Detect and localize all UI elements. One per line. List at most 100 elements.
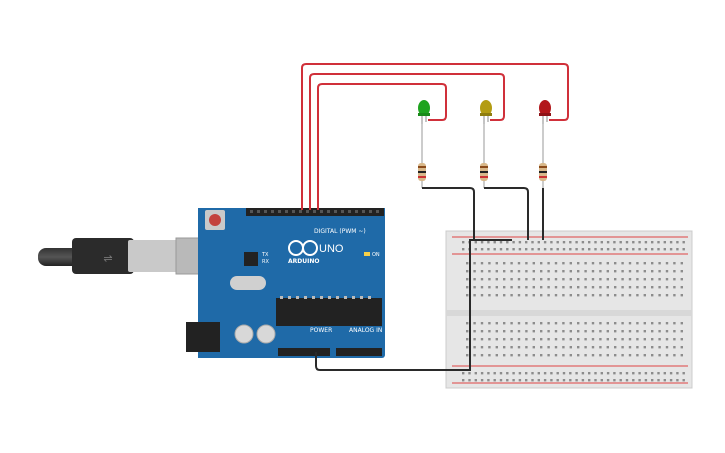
breadboard-hole[interactable] <box>532 270 535 273</box>
breadboard-hole[interactable] <box>682 379 685 382</box>
breadboard-hole[interactable] <box>510 346 513 349</box>
breadboard-hole[interactable] <box>636 354 639 357</box>
breadboard-hole[interactable] <box>517 330 521 333</box>
breadboard-hole[interactable] <box>594 379 597 382</box>
breadboard-hole[interactable] <box>651 241 654 244</box>
breadboard-hole[interactable] <box>614 270 617 273</box>
breadboard-hole[interactable] <box>669 241 673 244</box>
breadboard-hole[interactable] <box>600 372 603 375</box>
breadboard-hole[interactable] <box>525 286 528 289</box>
breadboard-hole[interactable] <box>569 294 572 297</box>
breadboard-hole[interactable] <box>584 346 587 349</box>
breadboard-hole[interactable] <box>591 278 595 281</box>
breadboard-hole[interactable] <box>658 294 661 297</box>
breadboard-hole[interactable] <box>680 294 683 297</box>
breadboard-hole[interactable] <box>562 346 565 349</box>
resistor[interactable] <box>539 124 547 188</box>
breadboard-hole[interactable] <box>569 346 572 349</box>
breadboard-hole[interactable] <box>651 294 654 297</box>
breadboard-hole[interactable] <box>540 346 543 349</box>
breadboard-hole[interactable] <box>591 338 595 341</box>
breadboard-hole[interactable] <box>673 294 676 297</box>
breadboard-hole[interactable] <box>665 330 669 333</box>
breadboard-hole[interactable] <box>488 278 491 281</box>
breadboard-hole[interactable] <box>554 330 558 333</box>
breadboard-hole[interactable] <box>473 354 476 357</box>
breadboard-hole[interactable] <box>510 270 513 273</box>
breadboard-hole[interactable] <box>540 322 543 325</box>
breadboard-hole[interactable] <box>517 262 521 265</box>
breadboard-hole[interactable] <box>525 241 528 244</box>
breadboard-hole[interactable] <box>488 322 491 325</box>
breadboard-hole[interactable] <box>547 354 550 357</box>
breadboard-hole[interactable] <box>643 270 646 273</box>
breadboard-hole[interactable] <box>588 241 591 244</box>
breadboard-hole[interactable] <box>682 241 685 244</box>
breadboard-hole[interactable] <box>594 372 597 375</box>
breadboard-hole[interactable] <box>643 330 646 333</box>
breadboard-hole[interactable] <box>600 241 603 244</box>
breadboard-hole[interactable] <box>569 262 572 265</box>
breadboard-hole[interactable] <box>613 248 616 251</box>
breadboard-hole[interactable] <box>531 241 534 244</box>
breadboard-hole[interactable] <box>556 379 559 382</box>
breadboard-hole[interactable] <box>621 322 624 325</box>
breadboard-hole[interactable] <box>591 270 595 273</box>
breadboard-hole[interactable] <box>525 294 528 297</box>
breadboard-hole[interactable] <box>506 379 509 382</box>
breadboard-hole[interactable] <box>657 372 660 375</box>
breadboard-hole[interactable] <box>606 322 609 325</box>
breadboard-hole[interactable] <box>569 379 572 382</box>
breadboard-hole[interactable] <box>554 346 558 349</box>
breadboard-hole[interactable] <box>673 346 676 349</box>
breadboard-hole[interactable] <box>628 262 632 265</box>
breadboard-hole[interactable] <box>554 294 558 297</box>
breadboard-hole[interactable] <box>614 354 617 357</box>
breadboard-hole[interactable] <box>581 379 585 382</box>
breadboard-hole[interactable] <box>562 330 565 333</box>
breadboard-hole[interactable] <box>569 372 572 375</box>
breadboard-hole[interactable] <box>636 338 639 341</box>
breadboard-hole[interactable] <box>503 322 506 325</box>
breadboard-hole[interactable] <box>643 262 646 265</box>
breadboard-hole[interactable] <box>643 278 646 281</box>
breadboard-hole[interactable] <box>495 270 498 273</box>
breadboard-hole[interactable] <box>682 248 685 251</box>
breadboard-hole[interactable] <box>473 330 476 333</box>
breadboard-hole[interactable] <box>569 270 572 273</box>
breadboard-hole[interactable] <box>480 354 484 357</box>
breadboard-hole[interactable] <box>562 241 566 244</box>
breadboard-hole[interactable] <box>537 379 540 382</box>
breadboard-hole[interactable] <box>636 322 639 325</box>
breadboard-hole[interactable] <box>547 270 550 273</box>
breadboard-hole[interactable] <box>543 241 547 244</box>
breadboard-hole[interactable] <box>619 248 622 251</box>
breadboard-hole[interactable] <box>636 262 639 265</box>
breadboard-hole[interactable] <box>532 330 535 333</box>
breadboard-hole[interactable] <box>466 338 469 341</box>
breadboard-hole[interactable] <box>673 270 676 273</box>
led-yellow[interactable] <box>480 100 492 124</box>
breadboard-hole[interactable] <box>488 294 491 297</box>
breadboard-hole[interactable] <box>606 278 609 281</box>
wire-red[interactable] <box>301 63 569 210</box>
breadboard-hole[interactable] <box>591 322 595 325</box>
breadboard-hole[interactable] <box>547 286 550 289</box>
breadboard-hole[interactable] <box>581 248 585 251</box>
breadboard-hole[interactable] <box>550 241 553 244</box>
breadboard-hole[interactable] <box>569 248 572 251</box>
breadboard-hole[interactable] <box>562 278 565 281</box>
breadboard-hole[interactable] <box>487 379 490 382</box>
breadboard-hole[interactable] <box>577 338 580 341</box>
breadboard-hole[interactable] <box>525 262 528 265</box>
breadboard-hole[interactable] <box>577 330 580 333</box>
breadboard-hole[interactable] <box>606 354 609 357</box>
breadboard-hole[interactable] <box>606 270 609 273</box>
breadboard-hole[interactable] <box>599 354 602 357</box>
breadboard-hole[interactable] <box>503 330 506 333</box>
breadboard-hole[interactable] <box>665 346 669 349</box>
breadboard-hole[interactable] <box>632 248 635 251</box>
breadboard-hole[interactable] <box>510 322 513 325</box>
resistor[interactable] <box>480 124 488 188</box>
breadboard-hole[interactable] <box>614 262 617 265</box>
